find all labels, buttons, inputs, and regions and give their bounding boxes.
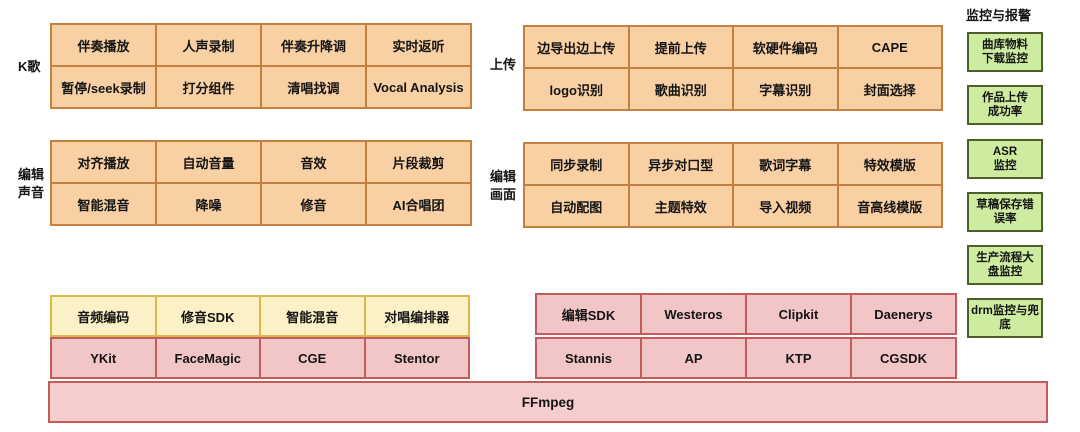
- feature-cell-noise-reduction: 降噪: [157, 184, 260, 224]
- group-label-ksong: K歌: [18, 59, 41, 74]
- feature-cell-pitch-correction: 修音: [262, 184, 365, 224]
- video-sdk-engine-row: Stannis AP KTP CGSDK: [535, 337, 957, 379]
- sdk-cell-westeros: Westeros: [642, 295, 745, 333]
- monitor-box-draft-save-error: 草稿保存错 误率: [967, 192, 1043, 232]
- sdk-cell-cge: CGE: [261, 339, 364, 377]
- feature-cell-ai-choir: AI合唱团: [367, 184, 470, 224]
- group-label-upload: 上传: [490, 57, 517, 72]
- feature-cell-song-recognition: 歌曲识别: [629, 69, 732, 109]
- audio-sdk-module-row: 音频编码 修音SDK 智能混音 对唱编排器: [50, 295, 470, 337]
- feature-cell-pause-seek-record: 暂停/seek录制: [52, 67, 155, 107]
- audio-sdk-engine-row: YKit FaceMagic CGE Stentor: [50, 337, 470, 379]
- sdk-cell-stentor: Stentor: [365, 339, 468, 377]
- sdk-cell-ktp: KTP: [747, 339, 850, 377]
- feature-cell-effect-templates: 特效模版: [838, 144, 941, 184]
- video-sdk-module-row: 编辑SDK Westeros Clipkit Daenerys: [535, 293, 957, 335]
- feature-cell-pitchline-templates: 音高线模版: [838, 186, 941, 226]
- sdk-cell-daenerys: Daenerys: [852, 295, 955, 333]
- sdk-cell-stannis: Stannis: [537, 339, 640, 377]
- feature-cell-logo-recognition: logo识别: [525, 69, 628, 109]
- feature-cell-smart-mixing: 智能混音: [52, 184, 155, 224]
- feature-cell-theme-effects: 主题特效: [629, 186, 732, 226]
- feature-cell-pre-upload: 提前上传: [629, 27, 732, 67]
- feature-cell-scoring-component: 打分组件: [157, 67, 260, 107]
- feature-cell-accompaniment-playback: 伴奏播放: [52, 25, 155, 65]
- sdk-cell-ap: AP: [642, 339, 745, 377]
- sdk-cell-clipkit: Clipkit: [747, 295, 850, 333]
- feature-cell-cape: CAPE: [838, 27, 941, 67]
- feature-cell-key-shift: 伴奏升降调: [262, 25, 365, 65]
- ffmpeg-foundation-bar: FFmpeg: [48, 381, 1048, 423]
- feature-cell-auto-image-match: 自动配图: [525, 186, 628, 226]
- sdk-cell-duet-arranger: 对唱编排器: [365, 297, 468, 335]
- group-label-edit-video: 编辑 画面: [489, 169, 516, 202]
- feature-cell-subtitle-recognition: 字幕识别: [734, 69, 837, 109]
- feature-cell-vocal-analysis: Vocal Analysis: [367, 67, 470, 107]
- sdk-cell-cgsdk: CGSDK: [852, 339, 955, 377]
- monitor-box-material-download: 曲库物料 下载监控: [967, 32, 1043, 72]
- feature-cell-vocal-recording: 人声录制: [157, 25, 260, 65]
- feature-cell-sw-hw-encoding: 软硬件编码: [734, 27, 837, 67]
- feature-cell-export-while-upload: 边导出边上传: [525, 27, 628, 67]
- feature-cell-auto-volume: 自动音量: [157, 142, 260, 182]
- feature-cell-clip-trimming: 片段裁剪: [367, 142, 470, 182]
- sdk-cell-smart-mixing-sdk: 智能混音: [261, 297, 364, 335]
- monitor-box-asr: ASR 监控: [967, 139, 1043, 179]
- feature-cell-async-lipsync: 异步对口型: [629, 144, 732, 184]
- sdk-cell-facemagic: FaceMagic: [156, 339, 259, 377]
- monitor-box-production-dashboard: 生产流程大 盘监控: [967, 245, 1043, 285]
- feature-cell-realtime-monitor: 实时返听: [367, 25, 470, 65]
- feature-cell-sound-effects: 音效: [262, 142, 365, 182]
- group-label-edit-audio: 编辑 声音: [17, 167, 44, 200]
- upload-feature-grid: 边导出边上传 提前上传 软硬件编码 CAPE logo识别 歌曲识别 字幕识别 …: [523, 25, 943, 111]
- sdk-cell-pitch-correction-sdk: 修音SDK: [156, 297, 259, 335]
- sdk-cell-audio-encoding: 音频编码: [52, 297, 155, 335]
- feature-cell-lyric-subtitles: 歌词字幕: [734, 144, 837, 184]
- feature-cell-import-video: 导入视频: [734, 186, 837, 226]
- monitoring-column-title: 监控与报警: [966, 8, 1032, 23]
- monitor-box-upload-success-rate: 作品上传 成功率: [967, 85, 1043, 125]
- monitor-box-drm-fallback: drm监控与兜 底: [967, 298, 1043, 338]
- sdk-cell-ykit: YKit: [52, 339, 155, 377]
- edit-video-feature-grid: 同步录制 异步对口型 歌词字幕 特效模版 自动配图 主题特效 导入视频 音高线模…: [523, 142, 943, 228]
- edit-audio-feature-grid: 对齐播放 自动音量 音效 片段裁剪 智能混音 降噪 修音 AI合唱团: [50, 140, 472, 226]
- feature-cell-acapella-key-find: 清唱找调: [262, 67, 365, 107]
- sdk-cell-edit-sdk: 编辑SDK: [537, 295, 640, 333]
- feature-cell-sync-recording: 同步录制: [525, 144, 628, 184]
- feature-cell-aligned-playback: 对齐播放: [52, 142, 155, 182]
- ksong-feature-grid: 伴奏播放 人声录制 伴奏升降调 实时返听 暂停/seek录制 打分组件 清唱找调…: [50, 23, 472, 109]
- feature-cell-cover-selection: 封面选择: [838, 69, 941, 109]
